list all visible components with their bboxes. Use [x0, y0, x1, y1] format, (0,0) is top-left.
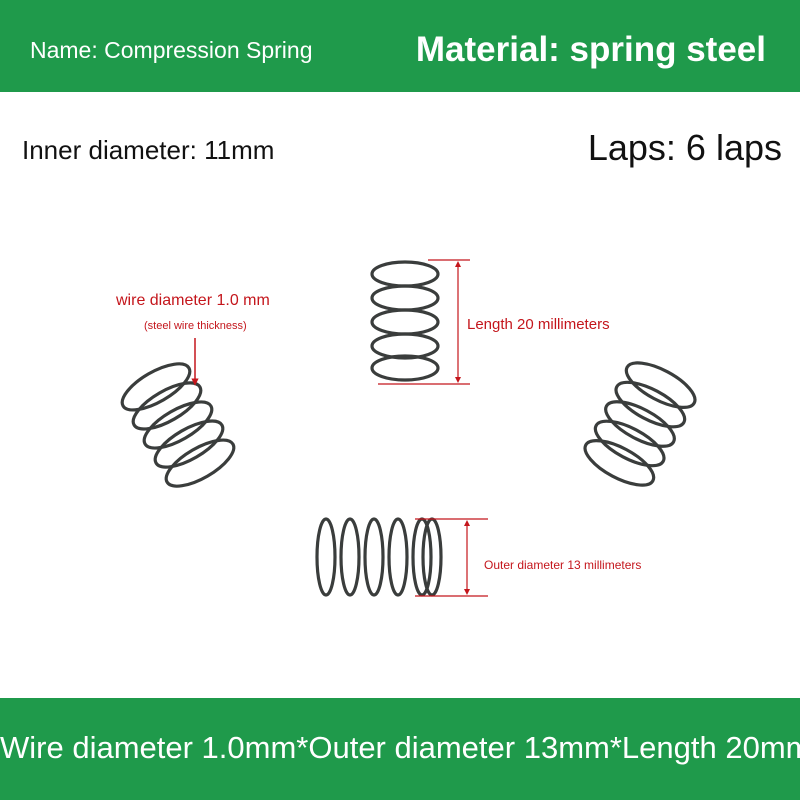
bottom-banner: Wire diameter 1.0mm*Outer diameter 13mm*…: [0, 698, 800, 800]
length-annotation: Length 20 millimeters: [467, 316, 610, 333]
outer-diameter-annotation: Outer diameter 13 millimeters: [484, 558, 642, 572]
product-name: Name: Compression Spring: [30, 37, 313, 63]
dimension-arrow-icon: [415, 518, 488, 597]
wire-thickness-note: (steel wire thickness): [144, 320, 247, 332]
compression-spring-image: [315, 517, 443, 597]
dimension-arrow-icon: [378, 259, 470, 385]
wire-diameter-annotation: wire diameter 1.0 mm: [116, 292, 270, 309]
compression-spring-image: [120, 362, 236, 488]
laps-label: Laps: 6 laps: [587, 127, 782, 168]
material-label: Material: spring steel: [415, 30, 766, 69]
compression-spring-image: [583, 361, 697, 487]
inner-diameter-label: Inner diameter: 11mm: [22, 135, 275, 165]
spec-summary: Wire diameter 1.0mm*Outer diameter 13mm*…: [0, 730, 800, 765]
top-banner: Name: Compression Spring Material: sprin…: [0, 0, 800, 92]
compression-spring-image: [370, 260, 440, 382]
